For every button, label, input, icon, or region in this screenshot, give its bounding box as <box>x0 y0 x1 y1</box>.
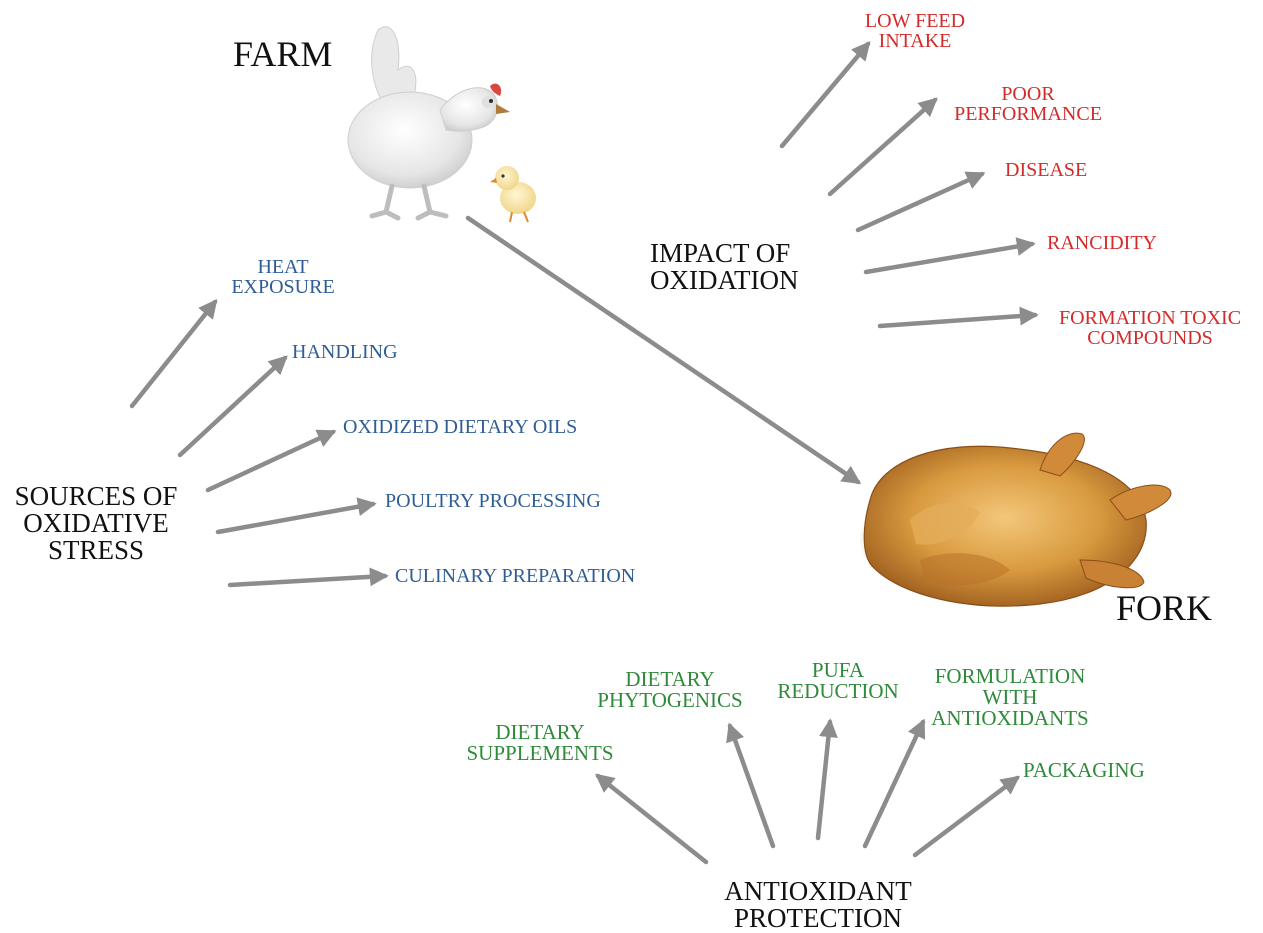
source-item-line: OXIDIZED DIETARY OILS <box>343 417 577 437</box>
impact-arrow-rancidity <box>866 244 1032 272</box>
protection-item-line: DIETARY <box>466 722 613 743</box>
protection-arrow-dietary-phytogenics <box>730 726 773 846</box>
impact-of-oxidation-label: IMPACT OF OXIDATION <box>650 240 798 294</box>
protection-item-line: PACKAGING <box>1023 760 1145 781</box>
protection-item-line: ANTIOXIDANTS <box>931 708 1088 729</box>
protection-item-line: WITH <box>931 687 1088 708</box>
impact-item-formation-toxic-compounds: FORMATION TOXIC COMPOUNDS <box>1059 308 1241 348</box>
protection-item-line: REDUCTION <box>777 681 898 702</box>
protection-item-line: SUPPLEMENTS <box>466 743 613 764</box>
impact-arrow-disease <box>858 174 982 230</box>
impact-label-line: IMPACT OF <box>650 240 798 267</box>
chick-illustration <box>490 166 536 222</box>
impact-item-line: INTAKE <box>865 31 965 51</box>
sources-label-line: SOURCES OF <box>15 483 178 510</box>
source-arrow-handling <box>180 358 285 455</box>
antioxidant-protection-label: ANTIOXIDANT PROTECTION <box>724 878 911 932</box>
source-arrow-oxidized-dietary-oils <box>208 432 333 490</box>
impact-item-line: PERFORMANCE <box>954 104 1102 124</box>
impact-arrow-formation-toxic-compounds <box>880 315 1035 326</box>
protection-item-dietary-phytogenics: DIETARY PHYTOGENICS <box>597 669 742 711</box>
sources-of-oxidative-stress-label: SOURCES OF OXIDATIVE STRESS <box>15 483 178 564</box>
source-item-line: POULTRY PROCESSING <box>385 491 601 511</box>
source-arrow-culinary-preparation <box>230 576 385 585</box>
impact-item-low-feed-intake: LOW FEED INTAKE <box>865 11 965 51</box>
source-item-line: CULINARY PREPARATION <box>395 566 635 586</box>
protection-item-line: FORMULATION <box>931 666 1088 687</box>
hen-illustration <box>348 27 510 218</box>
impact-item-disease: DISEASE <box>1005 160 1087 180</box>
sources-label-line: STRESS <box>15 537 178 564</box>
protection-item-pufa-reduction: PUFA REDUCTION <box>777 660 898 702</box>
protection-label-line: ANTIOXIDANT <box>724 878 911 905</box>
source-arrow-heat-exposure <box>132 302 215 406</box>
protection-item-line: PHYTOGENICS <box>597 690 742 711</box>
impact-item-line: COMPOUNDS <box>1059 328 1241 348</box>
protection-arrow-formulation-with-antioxidants <box>865 722 923 846</box>
protection-item-formulation-with-antioxidants: FORMULATION WITH ANTIOXIDANTS <box>931 666 1088 729</box>
protection-item-line: PUFA <box>777 660 898 681</box>
protection-arrow-pufa-reduction <box>818 722 830 838</box>
protection-item-packaging: PACKAGING <box>1023 760 1145 781</box>
sources-label-line: OXIDATIVE <box>15 510 178 537</box>
impact-item-line: FORMATION TOXIC <box>1059 308 1241 328</box>
impact-item-rancidity: RANCIDITY <box>1047 233 1157 253</box>
protection-item-line: DIETARY <box>597 669 742 690</box>
protection-item-dietary-supplements: DIETARY SUPPLEMENTS <box>466 722 613 764</box>
source-item-line: EXPOSURE <box>231 277 334 297</box>
farm-label: FARM <box>233 36 332 72</box>
impact-item-line: LOW FEED <box>865 11 965 31</box>
impact-label-line: OXIDATION <box>650 267 798 294</box>
impact-item-line: RANCIDITY <box>1047 233 1157 253</box>
source-item-oxidized-dietary-oils: OXIDIZED DIETARY OILS <box>343 417 577 437</box>
protection-label-line: PROTECTION <box>724 905 911 932</box>
fork-label: FORK <box>1116 590 1212 626</box>
protection-arrow-dietary-supplements <box>598 776 706 862</box>
source-arrow-poultry-processing <box>218 504 373 532</box>
source-item-line: HEAT <box>231 257 334 277</box>
impact-item-poor-performance: POOR PERFORMANCE <box>954 84 1102 124</box>
impact-item-line: POOR <box>954 84 1102 104</box>
impact-item-line: DISEASE <box>1005 160 1087 180</box>
impact-arrow-low-feed-intake <box>782 44 868 146</box>
source-item-handling: HANDLING <box>292 342 398 362</box>
source-item-heat-exposure: HEAT EXPOSURE <box>231 257 334 297</box>
roast-chicken-illustration <box>860 433 1171 606</box>
source-item-line: HANDLING <box>292 342 398 362</box>
protection-arrow-packaging <box>915 778 1017 855</box>
impact-arrow-poor-performance <box>830 100 935 194</box>
source-item-poultry-processing: POULTRY PROCESSING <box>385 491 601 511</box>
source-item-culinary-preparation: CULINARY PREPARATION <box>395 566 635 586</box>
